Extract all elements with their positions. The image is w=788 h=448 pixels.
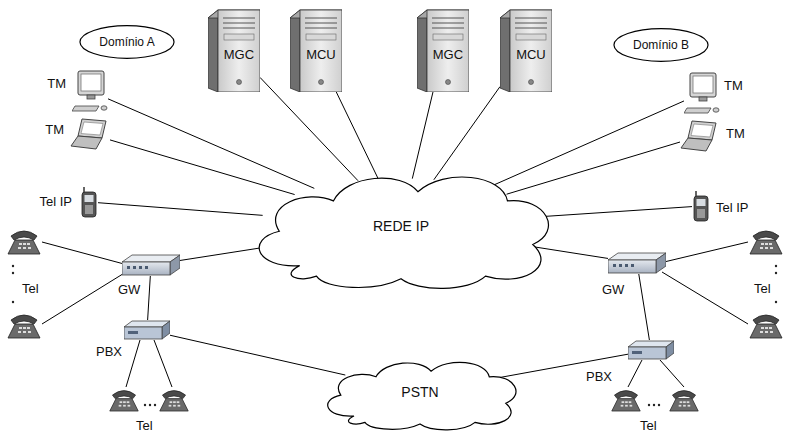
node-label: MCU bbox=[300, 47, 342, 62]
phone-wire bbox=[628, 360, 642, 387]
pbx-device-outline bbox=[124, 320, 170, 340]
desktop-terminal: TM bbox=[684, 72, 720, 114]
laptop-terminal-outline bbox=[680, 120, 720, 152]
pbx-device: PBX bbox=[628, 340, 674, 360]
laptop-terminal-outline bbox=[70, 118, 110, 150]
node-label: TM bbox=[724, 78, 743, 93]
device-label: Tel bbox=[136, 418, 153, 433]
laptop-terminal: TM bbox=[70, 118, 110, 150]
desktop-terminal-icon bbox=[684, 73, 719, 113]
network-link bbox=[434, 87, 500, 180]
node-label: Domínio A bbox=[79, 35, 175, 50]
domain-ellipse: Domínio A bbox=[79, 25, 175, 59]
server-tower-icon bbox=[500, 10, 552, 92]
node-label: GW bbox=[602, 282, 624, 297]
server-tower-icon bbox=[417, 10, 469, 92]
phone-wire bbox=[126, 340, 140, 387]
network-link bbox=[412, 92, 433, 179]
node-label: TM bbox=[47, 76, 66, 91]
ip-phone-outline bbox=[80, 186, 98, 218]
network-link bbox=[487, 101, 684, 188]
pbx-device-icon bbox=[124, 321, 170, 339]
network-link bbox=[260, 77, 358, 180]
phone-wire bbox=[42, 242, 124, 264]
laptop-terminal-icon bbox=[681, 121, 716, 151]
network-link bbox=[336, 92, 378, 179]
node-label: PSTN bbox=[310, 385, 530, 400]
server-tower: MCU bbox=[290, 8, 342, 92]
network-link bbox=[170, 335, 345, 375]
desktop-terminal-icon bbox=[72, 71, 107, 111]
laptop-terminal-icon bbox=[71, 119, 106, 149]
ip-phone: Tel IP bbox=[692, 190, 710, 222]
telephone-icon bbox=[160, 391, 188, 411]
telephone-icon bbox=[110, 391, 138, 411]
node-label: PBX bbox=[586, 369, 612, 384]
domain-ellipse: Domínio B bbox=[613, 28, 709, 62]
node-label: GW bbox=[118, 282, 140, 297]
pbx-device-outline bbox=[628, 340, 674, 360]
server-tower-icon bbox=[290, 10, 342, 92]
gateway-switch-icon bbox=[608, 253, 666, 273]
network-link bbox=[530, 246, 608, 258]
telephone-icon bbox=[612, 391, 640, 411]
node-label: TM bbox=[45, 122, 64, 137]
domain-ellipse-icon bbox=[614, 29, 708, 62]
ip-network-cloud: REDE IP bbox=[232, 160, 570, 292]
laptop-terminal: TM bbox=[680, 120, 720, 152]
phone-wire bbox=[42, 272, 126, 324]
network-link bbox=[108, 99, 314, 189]
server-tower: MCU bbox=[500, 8, 552, 92]
pbx-device-icon bbox=[628, 341, 674, 359]
ip-phone-icon bbox=[694, 191, 708, 221]
network-link bbox=[148, 276, 151, 320]
ip-phone-outline bbox=[692, 190, 710, 222]
node-label: Domínio B bbox=[613, 38, 709, 53]
device-label: Tel bbox=[754, 281, 771, 296]
network-link bbox=[180, 246, 272, 260]
server-tower: MGC bbox=[208, 8, 260, 92]
domain-ellipse-icon bbox=[80, 26, 174, 59]
network-link bbox=[507, 142, 680, 194]
telephone-icon bbox=[8, 315, 40, 338]
node-label: MGC bbox=[218, 47, 260, 62]
node-label: TM bbox=[726, 126, 745, 141]
desktop-terminal: TM bbox=[72, 70, 108, 112]
network-link bbox=[110, 140, 295, 195]
pstn-cloud: PSTN bbox=[310, 352, 530, 432]
gateway-switch: GW bbox=[122, 254, 180, 276]
phone-wire bbox=[154, 340, 172, 387]
network-link bbox=[639, 274, 650, 340]
desktop-terminal-outline bbox=[72, 70, 108, 112]
telephone-icon bbox=[670, 391, 698, 411]
ip-phone-icon bbox=[82, 187, 96, 217]
phone-wire bbox=[660, 360, 684, 387]
server-tower: MGC bbox=[417, 8, 469, 92]
desktop-terminal-outline bbox=[684, 72, 720, 114]
gateway-switch-icon bbox=[122, 255, 180, 275]
telephone-icon bbox=[8, 231, 40, 254]
phone-wire bbox=[664, 242, 748, 262]
node-label: MCU bbox=[510, 47, 552, 62]
telephone-icon bbox=[750, 315, 782, 338]
gateway-switch: GW bbox=[608, 252, 666, 274]
phone-wire bbox=[662, 272, 748, 324]
network-link bbox=[98, 203, 263, 216]
telephone-icon bbox=[750, 231, 782, 254]
server-tower-icon bbox=[208, 10, 260, 92]
gateway-switch-outline bbox=[608, 252, 666, 274]
pbx-device: PBX bbox=[124, 320, 170, 340]
node-label: Tel IP bbox=[39, 194, 72, 209]
node-label: PBX bbox=[96, 344, 122, 359]
device-label: Tel bbox=[22, 281, 39, 296]
ip-phone: Tel IP bbox=[80, 186, 98, 218]
node-label: Tel IP bbox=[716, 200, 749, 215]
device-label: Tel bbox=[640, 418, 657, 433]
gateway-switch-outline bbox=[122, 254, 180, 276]
node-label: MGC bbox=[427, 47, 469, 62]
network-link bbox=[540, 207, 692, 217]
node-label: REDE IP bbox=[232, 219, 570, 234]
